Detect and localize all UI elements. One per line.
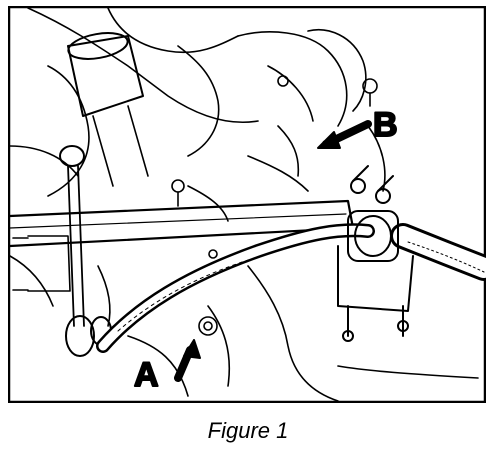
stabilizer-link bbox=[59, 145, 112, 357]
stabilizer-bar bbox=[96, 223, 486, 353]
callout-label-b: B bbox=[373, 106, 398, 144]
callout-arrow-b bbox=[317, 120, 372, 149]
figure-illustration: B A bbox=[8, 6, 486, 403]
bolt-heads bbox=[171, 75, 378, 336]
figure-caption: Figure 1 bbox=[207, 418, 289, 443]
upper-tube bbox=[67, 32, 149, 187]
figure-border bbox=[8, 6, 486, 403]
bushing-bracket bbox=[337, 165, 414, 342]
callout-label-a: A bbox=[134, 356, 159, 394]
callout-arrow-a bbox=[174, 339, 201, 382]
